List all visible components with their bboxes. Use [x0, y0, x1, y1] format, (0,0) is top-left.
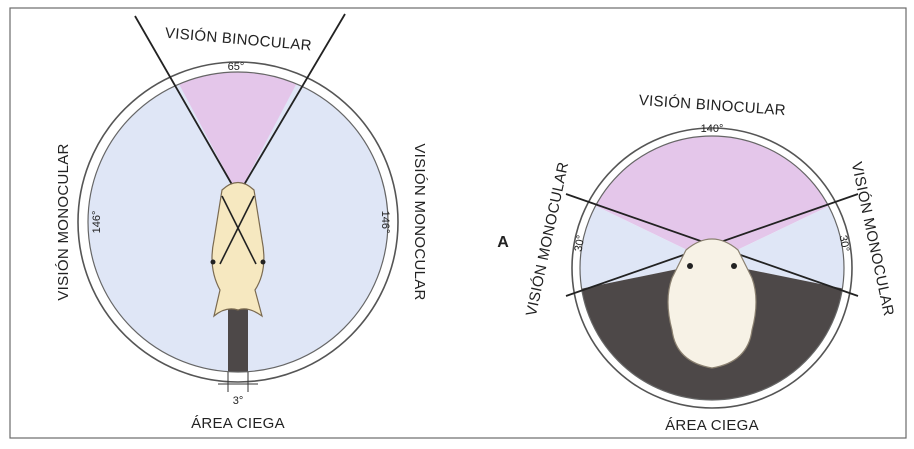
left-monocular-right-angle: 146°: [379, 211, 391, 234]
left-animal-body: [210, 181, 266, 318]
left-monocular-right-label: VISIÓN MONOCULAR: [411, 143, 428, 300]
left-blind-area: [228, 300, 248, 372]
left-outer-ring: [77, 61, 399, 383]
left-monocular-left-label: VISIÓN MONOCULAR: [55, 143, 72, 300]
right-inner-ring: [579, 135, 845, 401]
left-blind-area-label: ÁREA CIEGA: [191, 415, 285, 432]
left-vision-diagram: VISIÓN BINOCULAR 65° VISIÓN MONOCULAR 14…: [55, 13, 428, 432]
left-binocular-angle: 65°: [228, 61, 245, 73]
right-outer-ring: [571, 127, 853, 409]
left-sightline-a: [134, 15, 239, 196]
right-monocular-left-angle: 30°: [573, 234, 588, 252]
right-animal-body: [667, 238, 757, 369]
left-monocular-left-angle: 146°: [91, 211, 103, 234]
left-binocular-field: [145, 72, 330, 195]
left-sightline-b: [237, 13, 346, 196]
left-inner-ring: [87, 71, 389, 373]
left-blind-area-angle: 3°: [233, 395, 244, 407]
right-binocular-angle: 140°: [701, 123, 724, 135]
figure-letter: A: [497, 234, 509, 251]
right-blind-area-label: ÁREA CIEGA: [665, 417, 759, 434]
right-monocular-right-angle: 30°: [837, 234, 852, 252]
